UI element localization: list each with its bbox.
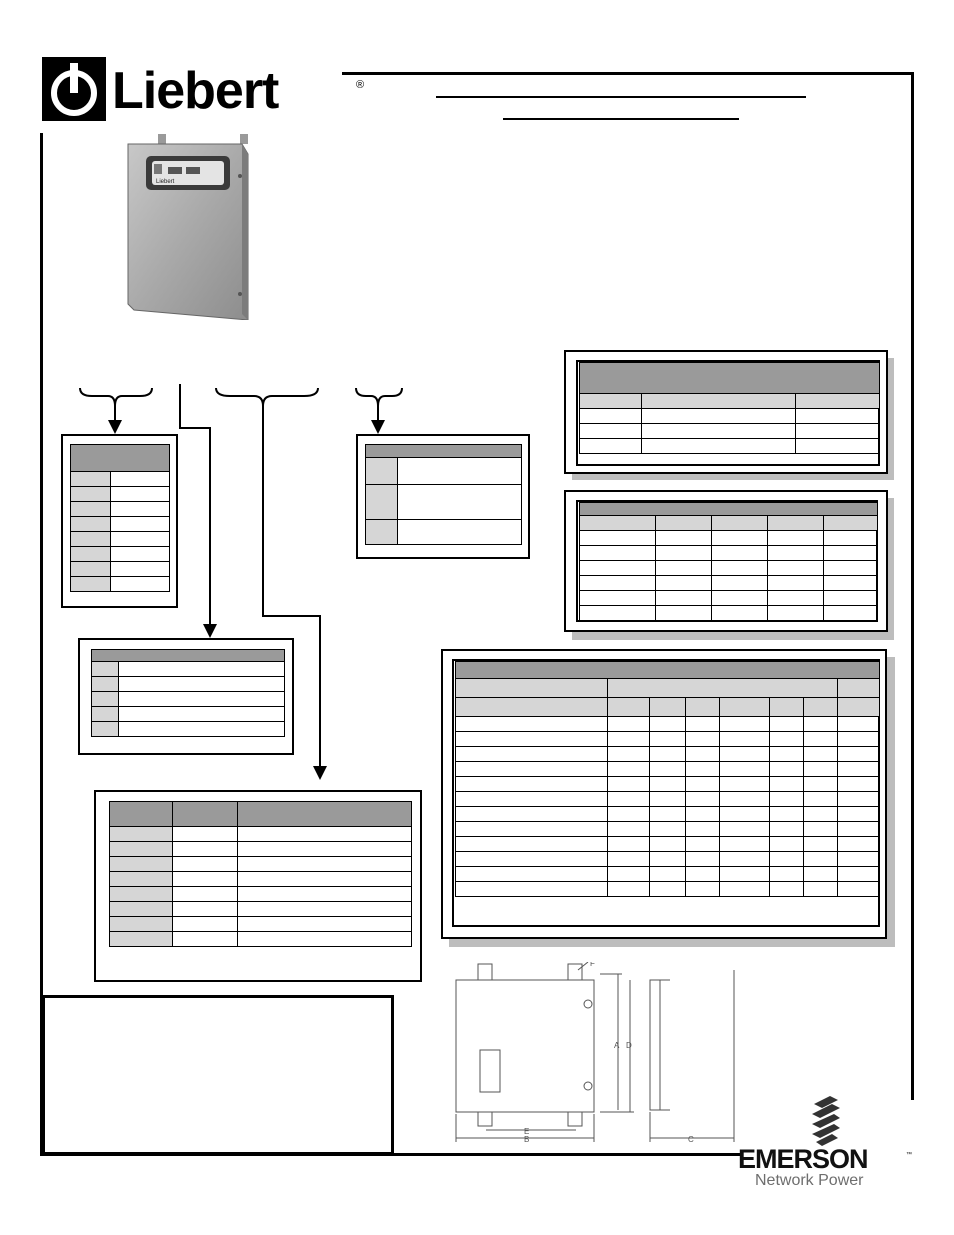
title-rule-2 — [503, 118, 739, 120]
option-table-3 — [78, 638, 294, 755]
dim-label-e: E — [524, 1127, 529, 1136]
liebert-wordmark: Liebert — [112, 62, 279, 120]
dim-label-a: A — [614, 1041, 620, 1050]
dimension-drawing: A D E B C F — [455, 962, 735, 1144]
emerson-mark-icon — [812, 1096, 840, 1146]
registered-mark: ® — [356, 79, 365, 91]
title-rule-1 — [436, 96, 806, 98]
dim-label-b: B — [524, 1135, 529, 1144]
emerson-logo: EMERSON ™ Network Power — [738, 1096, 918, 1196]
model-data-table — [441, 649, 887, 939]
dim-label-f: F — [590, 962, 595, 968]
emerson-tagline: Network Power — [755, 1172, 864, 1189]
option-table-1 — [61, 434, 178, 608]
option-table-2 — [356, 434, 530, 559]
spec-box-1 — [564, 350, 888, 474]
dim-label-d: D — [626, 1041, 632, 1050]
model-number-connectors — [79, 384, 403, 780]
spec-box-2 — [564, 490, 888, 632]
option-table-4 — [94, 790, 422, 982]
liebert-logo: Liebert ® — [42, 57, 364, 132]
emerson-wordmark: EMERSON — [738, 1144, 869, 1174]
dim-label-c: C — [688, 1135, 694, 1144]
liebert-logo-mark-icon — [42, 57, 106, 121]
product-photo: Liebert — [124, 134, 252, 321]
emerson-trademark: ™ — [906, 1152, 912, 1158]
svg-text:Liebert: Liebert — [156, 179, 175, 185]
notes-box — [42, 995, 394, 1155]
